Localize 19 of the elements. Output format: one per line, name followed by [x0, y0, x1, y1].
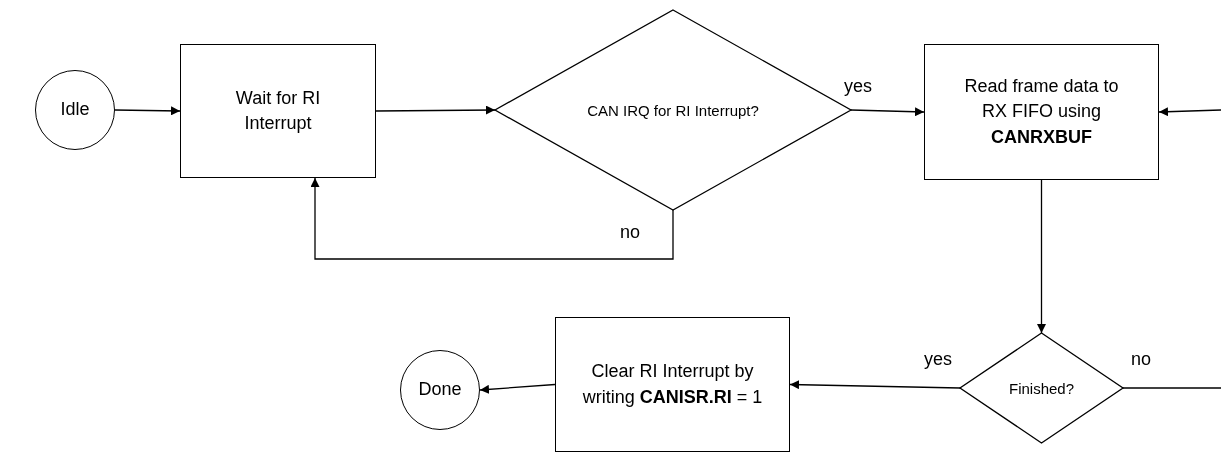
- process-box: [555, 317, 790, 452]
- arrow: [375, 105, 496, 115]
- node-label: Done: [417, 378, 463, 402]
- node-label: CAN IRQ for RI Interrupt?: [586, 100, 760, 121]
- decision-diamond: [960, 333, 1123, 443]
- node-label: Finished?: [1007, 378, 1075, 399]
- arrow: [479, 383, 556, 394]
- node-label: Clear RI Interrupt by writing CANISR.RI = 1: [581, 360, 764, 409]
- arrow: [850, 107, 925, 117]
- node-label: Wait for RI Interrupt: [234, 86, 322, 135]
- node-label: Read frame data to RX FIFO using CANRXBUF: [963, 75, 1120, 149]
- arrow: [1158, 107, 1221, 117]
- arrow: [310, 177, 674, 260]
- process-box: [180, 44, 376, 178]
- arrow: [114, 106, 181, 116]
- node-label: Idle: [59, 98, 91, 122]
- arrow: [789, 380, 961, 390]
- process-box: [924, 44, 1159, 180]
- arrow: [1037, 179, 1046, 334]
